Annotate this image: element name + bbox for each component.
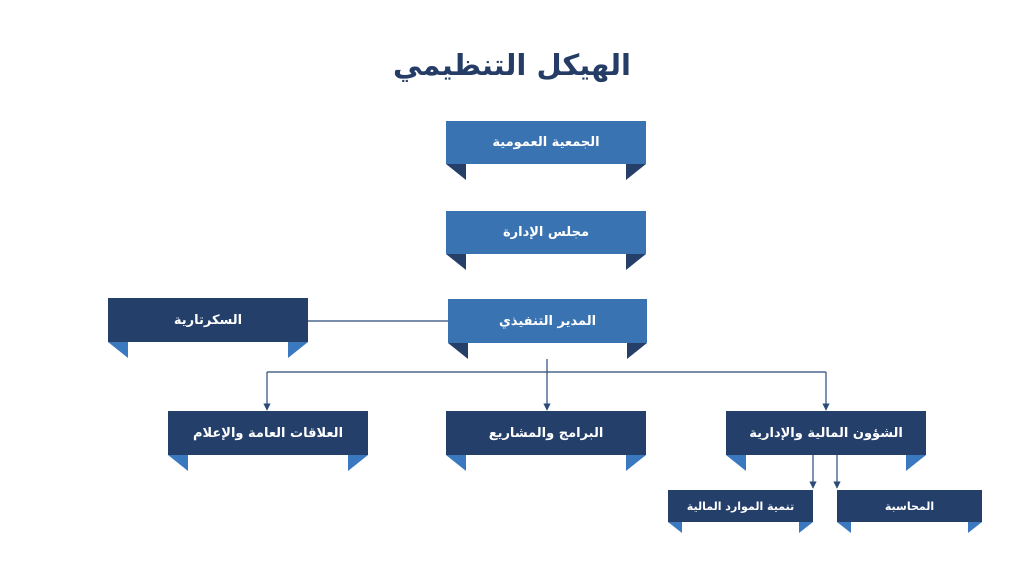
node-general-assembly: الجمعية العمومية (446, 121, 646, 181)
node-programs-projects: البرامج والمشاريع (446, 411, 646, 471)
ribbon-fold-right (968, 522, 982, 533)
node-label: المحاسبة (837, 490, 982, 522)
node-public-relations: العلاقات العامة والإعلام (168, 411, 368, 471)
ribbon-fold-left (446, 455, 466, 471)
node-label: المدير التنفيذي (448, 299, 647, 343)
ribbon-fold-right (348, 455, 368, 471)
node-label: الشؤون المالية والإدارية (726, 411, 926, 455)
node-label: مجلس الإدارة (446, 211, 646, 254)
node-executive-director: المدير التنفيذي (448, 299, 647, 359)
ribbon-fold-right (627, 343, 647, 359)
ribbon-fold-left (837, 522, 851, 533)
ribbon-fold-left (168, 455, 188, 471)
ribbon-fold-right (626, 164, 646, 180)
node-secretariat: السكرتارية (108, 298, 308, 358)
node-label: العلاقات العامة والإعلام (168, 411, 368, 455)
ribbon-fold-left (108, 342, 128, 358)
ribbon-fold-left (446, 164, 466, 180)
node-label: السكرتارية (108, 298, 308, 342)
ribbon-fold-left (448, 343, 468, 359)
node-financial-resources: تنمية الموارد المالية (668, 490, 813, 534)
node-accounting: المحاسبة (837, 490, 982, 534)
ribbon-fold-right (626, 254, 646, 270)
ribbon-fold-right (799, 522, 813, 533)
ribbon-fold-left (726, 455, 746, 471)
node-finance-admin: الشؤون المالية والإدارية (726, 411, 926, 471)
ribbon-fold-right (906, 455, 926, 471)
ribbon-fold-left (446, 254, 466, 270)
ribbon-fold-right (288, 342, 308, 358)
page-title: الهيكل التنظيمي (392, 48, 632, 82)
node-board: مجلس الإدارة (446, 211, 646, 271)
node-label: تنمية الموارد المالية (668, 490, 813, 522)
ribbon-fold-right (626, 455, 646, 471)
node-label: الجمعية العمومية (446, 121, 646, 164)
ribbon-fold-left (668, 522, 682, 533)
node-label: البرامج والمشاريع (446, 411, 646, 455)
